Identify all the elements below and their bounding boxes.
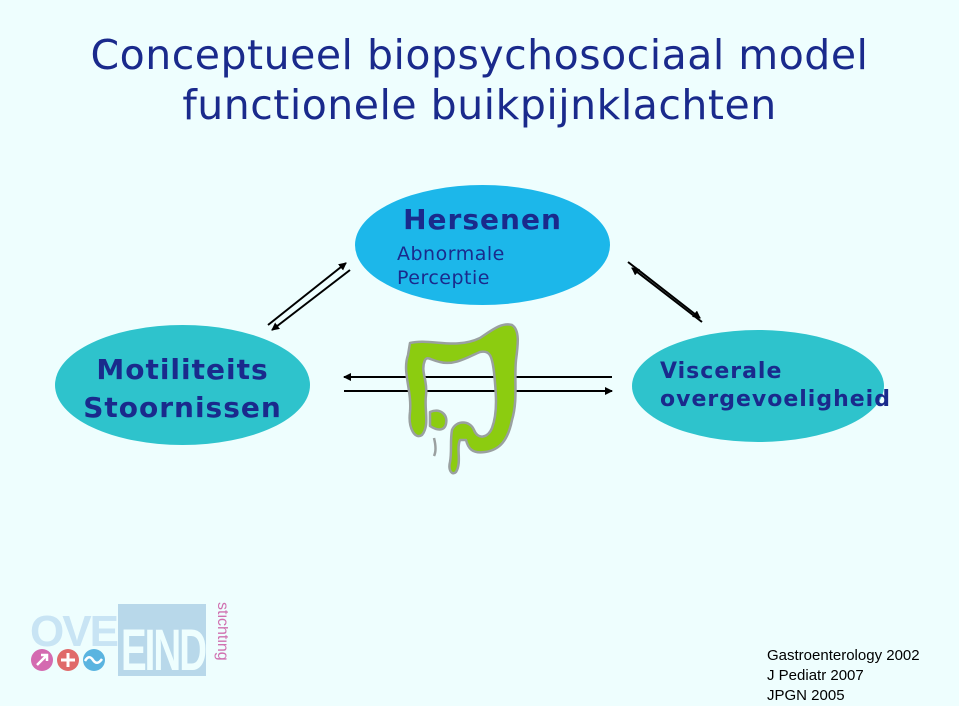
- motility-label: Motiliteits Stoornissen: [55, 351, 310, 427]
- reference-2: J Pediatr 2007: [767, 667, 864, 684]
- svg-text:EIND: EIND: [121, 618, 206, 680]
- visceral-label: Viscerale overgevoeligheid: [660, 358, 891, 414]
- brain-node: Hersenen Abnormale Perceptie: [355, 185, 610, 305]
- brain-subtitle: Abnormale Perceptie: [397, 242, 505, 290]
- references: Gastroenterology 2002 J Pediatr 2007 JPG…: [767, 646, 920, 706]
- visceral-line-2: overgevoeligheid: [660, 387, 891, 412]
- motility-node: Motiliteits Stoornissen: [55, 325, 310, 445]
- arrow-brain-to-visceral: [627, 261, 701, 319]
- brain-title: Hersenen: [403, 203, 562, 236]
- motility-line-1: Motiliteits: [96, 353, 269, 386]
- visceral-node: Viscerale overgevoeligheid: [632, 330, 890, 442]
- arrow-brain-to-motility: [271, 269, 351, 331]
- arrow-visceral-to-brain: [631, 267, 703, 323]
- title-line-1: Conceptueel biopsychosociaal model: [90, 31, 869, 79]
- arrow-motility-to-brain: [267, 262, 347, 326]
- reference-1: Gastroenterology 2002: [767, 647, 920, 664]
- overeind-logo: OVER EIND stichting: [30, 602, 228, 680]
- title-line-2: functionele buikpijnklachten: [182, 81, 777, 129]
- diagram-title: Conceptueel biopsychosociaal model funct…: [0, 30, 959, 130]
- brain-sub-line-1: Abnormale: [397, 243, 505, 265]
- plus-icon: [57, 649, 79, 671]
- reference-3: JPGN 2005: [767, 687, 845, 704]
- svg-text:stichting: stichting: [214, 602, 228, 661]
- brain-sub-line-2: Perceptie: [397, 267, 490, 289]
- visceral-line-1: Viscerale: [660, 359, 783, 384]
- arrow-up-right-icon: [31, 649, 53, 671]
- wave-icon: [83, 649, 105, 671]
- intestine-icon: [404, 323, 519, 475]
- motility-line-2: Stoornissen: [83, 391, 282, 424]
